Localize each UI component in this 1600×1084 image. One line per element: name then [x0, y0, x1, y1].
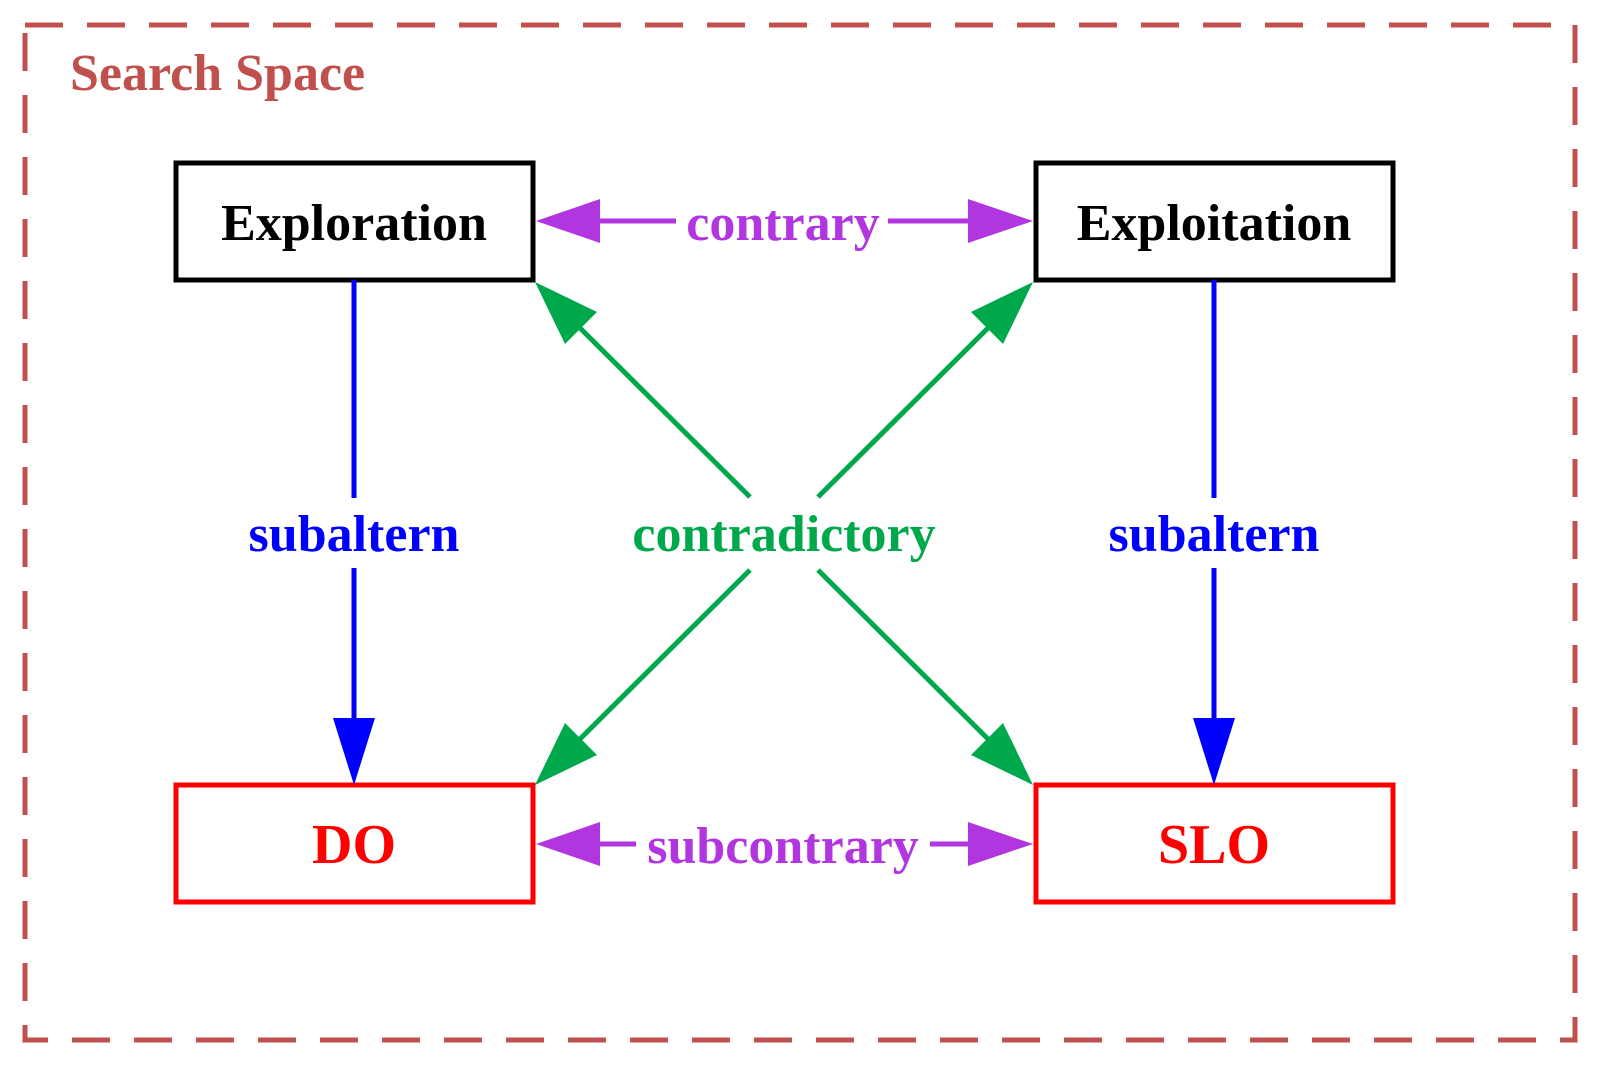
subaltern-left-label: subaltern [249, 506, 460, 563]
subaltern-left-arrow: subaltern [249, 280, 460, 785]
contrary-arrowhead-left [536, 199, 600, 243]
do-label: DO [312, 814, 396, 876]
subcontrary-arrowhead-right [968, 822, 1033, 866]
contradictory-label: contradictory [632, 506, 935, 563]
exploitation-label: Exploitation [1077, 195, 1352, 252]
exploration-label: Exploration [221, 195, 487, 252]
slo-label: SLO [1158, 814, 1270, 876]
contradictory-arrowhead-exploration [535, 282, 597, 344]
contrary-arrowhead-right [968, 199, 1033, 243]
subcontrary-arrowhead-left [536, 822, 600, 866]
exploration-node: Exploration [173, 160, 536, 283]
subaltern-right-arrowhead [1193, 718, 1235, 785]
search-space-title: Search Space [70, 45, 365, 102]
subcontrary-label: subcontrary [647, 818, 919, 875]
contrary-arrow: contrary [536, 195, 1033, 252]
do-node: DO [173, 782, 536, 905]
contradictory-arrowhead-slo [971, 723, 1033, 785]
contrary-label: contrary [686, 195, 879, 252]
contradictory-arrowhead-do [535, 723, 597, 785]
subaltern-right-arrow: subaltern [1109, 280, 1320, 785]
search-space-frame [22, 22, 1578, 1043]
contradictory-arrowhead-exploitation [971, 282, 1033, 344]
exploitation-node: Exploitation [1033, 160, 1396, 283]
subaltern-left-arrowhead [333, 718, 375, 785]
contradictory-arrows: contradictory [535, 282, 1033, 785]
slo-node: SLO [1033, 782, 1396, 905]
subaltern-right-label: subaltern [1109, 506, 1320, 563]
subcontrary-arrow: subcontrary [536, 818, 1033, 875]
